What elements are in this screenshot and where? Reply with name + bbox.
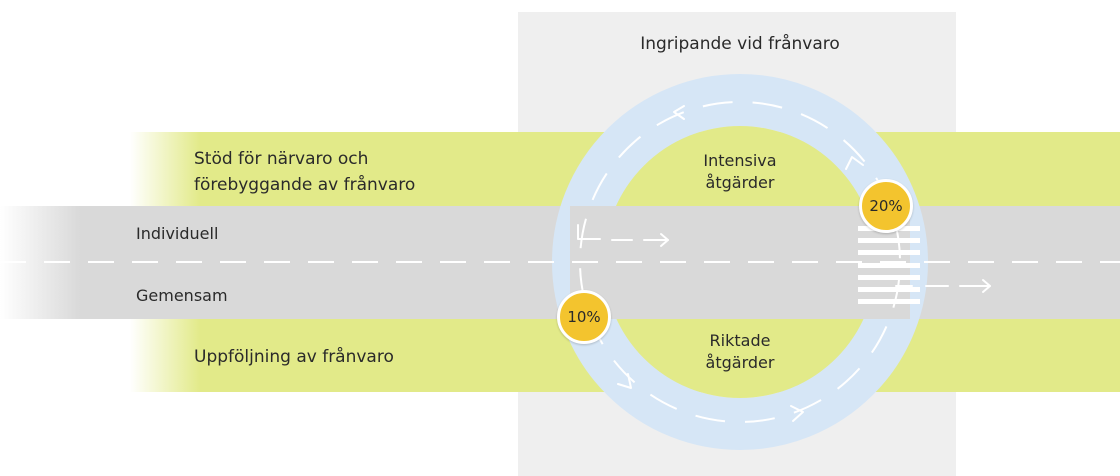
ring-arrow-lower-left [617, 373, 632, 389]
intensive-measures-label: Intensiva åtgärder [703, 151, 777, 192]
lane-shared-label: Gemensam [136, 286, 228, 305]
exit-arrow-individual [577, 224, 669, 247]
targeted-measures-label: Riktade åtgärder [705, 331, 775, 372]
band-top-fade [130, 132, 200, 206]
percentage-badge-bottom: 10% [557, 290, 611, 344]
ring-arrow-bottom [790, 405, 804, 422]
ring-arrow-right [845, 156, 864, 170]
band-top-label: Stöd för närvaro och förebyggande av frå… [194, 149, 416, 195]
band-bottom-fade [130, 319, 200, 392]
lane-individual-label: Individuell [136, 224, 219, 243]
percentage-badge-top: 20% [859, 179, 913, 233]
band-bottom-label: Uppföljning av frånvaro [194, 347, 394, 367]
ring-arrow-top-left [673, 105, 685, 120]
exit-arrow-right [895, 279, 991, 293]
ring-arrows [617, 105, 864, 422]
diagram-title: Ingripande vid frånvaro [640, 34, 840, 54]
